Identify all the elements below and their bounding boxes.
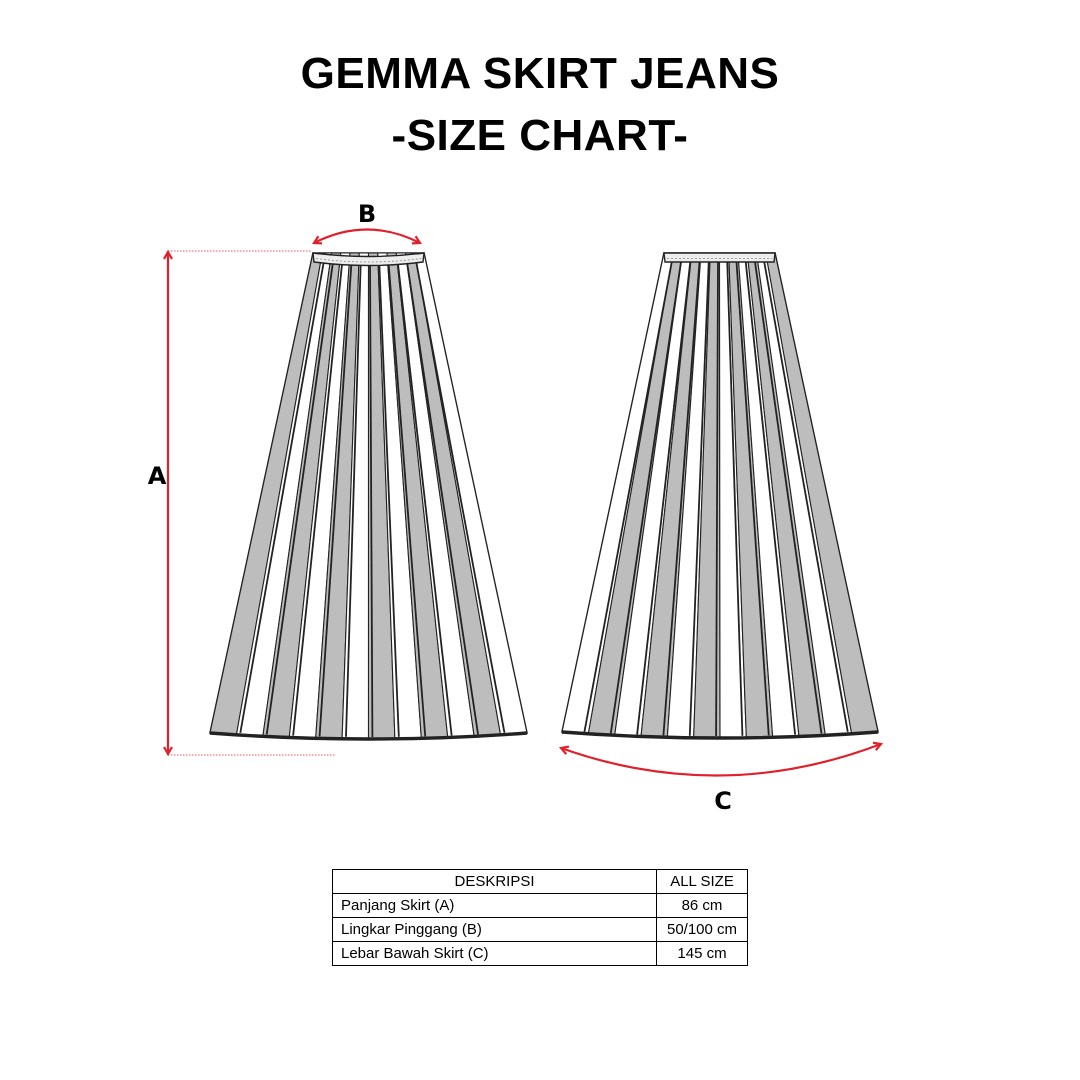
- pleat-fold-line: [726, 261, 744, 736]
- table-header-cell: DESKRIPSI: [331, 869, 658, 894]
- pleat-fold-line: [715, 261, 719, 737]
- skirt-waistband: [312, 252, 425, 267]
- page-subtitle: -SIZE CHART-: [391, 111, 689, 160]
- skirt-hem: [561, 730, 879, 740]
- pleat-fold-line: [636, 261, 692, 735]
- pleat-fold-line: [415, 261, 506, 733]
- dimension-b-label: B: [358, 200, 376, 228]
- page-title: GEMMA SKIRT JEANS: [300, 49, 780, 98]
- table-header-row: DESKRIPSI ALL SIZE: [331, 869, 748, 894]
- pleat-fold-line: [688, 261, 710, 736]
- pleat-fold-line: [369, 261, 374, 738]
- pleat-fold-line: [345, 261, 362, 737]
- table-cell-size: 86 cm: [656, 893, 748, 918]
- skirt-front-view: [209, 252, 528, 741]
- pleat-fold-line: [387, 261, 427, 737]
- pleat-fold-line: [292, 261, 344, 736]
- pleat-fold-line: [396, 261, 453, 736]
- pleat-fold-line: [265, 261, 334, 735]
- skirt-diagram: A B C: [148, 200, 1080, 815]
- dimension-a-label: A: [148, 462, 167, 490]
- pleat-fold-line: [378, 261, 400, 737]
- pleat-fold-line: [763, 261, 849, 732]
- table-cell-description: Panjang Skirt (A): [331, 893, 658, 918]
- pleat-fold-line: [754, 261, 823, 734]
- waistband-stitch: [315, 258, 422, 263]
- pleat-fold-line: [239, 261, 325, 733]
- skirt-hem: [209, 731, 528, 741]
- dimension-b-arrow: [314, 228, 420, 244]
- table-cell-description: Lingkar Pinggang (B): [331, 917, 658, 942]
- table-cell-description: Lebar Bawah Skirt (C): [331, 941, 658, 966]
- size-table: DESKRIPSI ALL SIZE Panjang Skirt (A) 86 …: [331, 869, 748, 966]
- pleat-fold-line: [406, 261, 479, 735]
- table-row: Panjang Skirt (A) 86 cm: [331, 893, 748, 918]
- pleat-fold-line: [583, 261, 673, 732]
- table-row: Lebar Bawah Skirt (C) 145 cm: [331, 941, 748, 966]
- pleat-fold-line: [609, 261, 682, 734]
- pleat-fold-line: [735, 261, 770, 736]
- dimension-c-arrow: [561, 744, 881, 777]
- skirt-waistband: [663, 252, 776, 263]
- table-cell-size: 50/100 cm: [656, 917, 748, 942]
- skirt-back-view: [561, 252, 879, 740]
- pleat-fold-line: [318, 261, 353, 737]
- table-cell-size: 145 cm: [656, 941, 748, 966]
- pleat-fold-line: [662, 261, 701, 736]
- pleat-fold-line: [744, 261, 796, 735]
- table-header-cell: ALL SIZE: [656, 869, 748, 894]
- table-row: Lingkar Pinggang (B) 50/100 cm: [331, 917, 748, 942]
- dimension-c-label: C: [714, 787, 732, 815]
